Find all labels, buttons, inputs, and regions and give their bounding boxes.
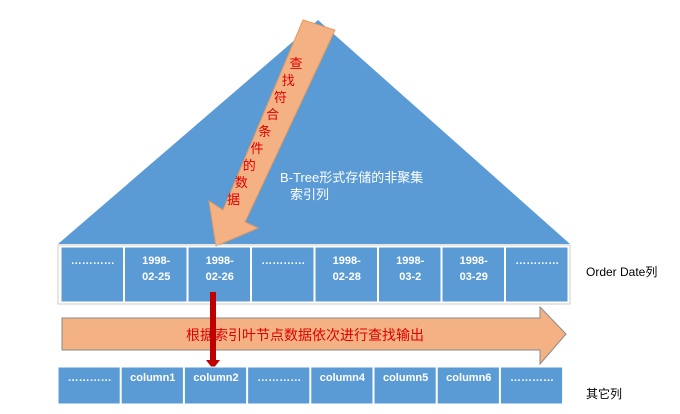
index-row: …………1998-02-251998-02-26…………1998-02-2819…: [60, 246, 569, 303]
btree-triangle: [58, 20, 570, 244]
search-arrow-char: 符: [274, 90, 287, 105]
index-cell-text: 03-2: [399, 271, 421, 283]
index-cell-text: 02-28: [333, 271, 361, 283]
index-row-label: Order Date列: [586, 265, 657, 279]
column-cell: column1: [120, 366, 184, 405]
column-cell-text: column4: [320, 372, 366, 384]
column-cell-text: column5: [383, 372, 428, 384]
column-cell-text: column6: [446, 372, 491, 384]
column-cell: column5: [373, 366, 437, 405]
search-arrow-char: 据: [227, 192, 240, 207]
index-cell-text: …………: [71, 255, 115, 267]
search-arrow-char: 的: [243, 158, 256, 173]
index-cell: …………: [60, 246, 124, 303]
search-arrow-char: 合: [266, 107, 279, 122]
index-cell-text: …………: [515, 255, 559, 267]
other-row-label: 其它列: [586, 386, 622, 401]
search-arrow-char: 条: [258, 124, 271, 139]
index-cell: 1998- 02-25: [124, 246, 188, 303]
column-cell: column6: [436, 366, 500, 405]
index-cell: …………: [505, 246, 569, 303]
column-cell: column4: [310, 366, 374, 405]
index-cell: 1998- 02-26: [187, 246, 251, 303]
triangle-label-line2: 索引列: [290, 187, 329, 202]
column-cell: …………: [499, 366, 564, 405]
output-arrow-label: 根据索引叶节点数据依次进行查找输出: [186, 327, 424, 343]
column-cell-text: …………: [68, 372, 112, 384]
column-cell-text: column1: [130, 372, 175, 384]
index-cell: 1998- 03-2: [378, 246, 442, 303]
index-cell: 1998- 02-28: [314, 246, 378, 303]
search-arrow-char: 查: [289, 56, 302, 71]
index-cell-text: 1998-: [206, 255, 234, 267]
column-cell: column2: [183, 366, 248, 405]
index-cell-text: 1998-: [396, 255, 424, 267]
column-cell-text: column2: [193, 372, 238, 384]
index-cell: 1998- 03-29: [441, 246, 505, 303]
column-cell: …………: [57, 366, 121, 405]
triangle-label-line1: B-Tree形式存储的非聚集: [280, 170, 423, 185]
index-row-frame: [57, 244, 571, 305]
column-cell-text: …………: [510, 372, 554, 384]
index-cell-text: 02-25: [142, 271, 170, 283]
search-arrow-char: 找: [282, 73, 295, 88]
search-arrow-char: 件: [250, 141, 263, 156]
search-arrow: [208, 19, 336, 247]
index-cell-text: 1998-: [142, 255, 170, 267]
index-cell-text: 02-26: [206, 271, 234, 283]
search-arrow-char: 数: [235, 175, 248, 190]
column-cell-text: …………: [257, 372, 301, 384]
index-cell-text: 1998-: [460, 255, 488, 267]
index-cell: …………: [251, 246, 315, 303]
other-columns-row: ………… column1 column2 ………… column4 column5 colu…: [57, 366, 564, 405]
lookup-arrow: [206, 292, 220, 369]
output-arrow: [61, 305, 567, 366]
column-cell: …………: [247, 366, 311, 405]
index-cell-text: …………: [261, 255, 305, 267]
index-cell-text: 1998-: [333, 255, 361, 267]
index-cell-text: 03-29: [460, 271, 488, 283]
